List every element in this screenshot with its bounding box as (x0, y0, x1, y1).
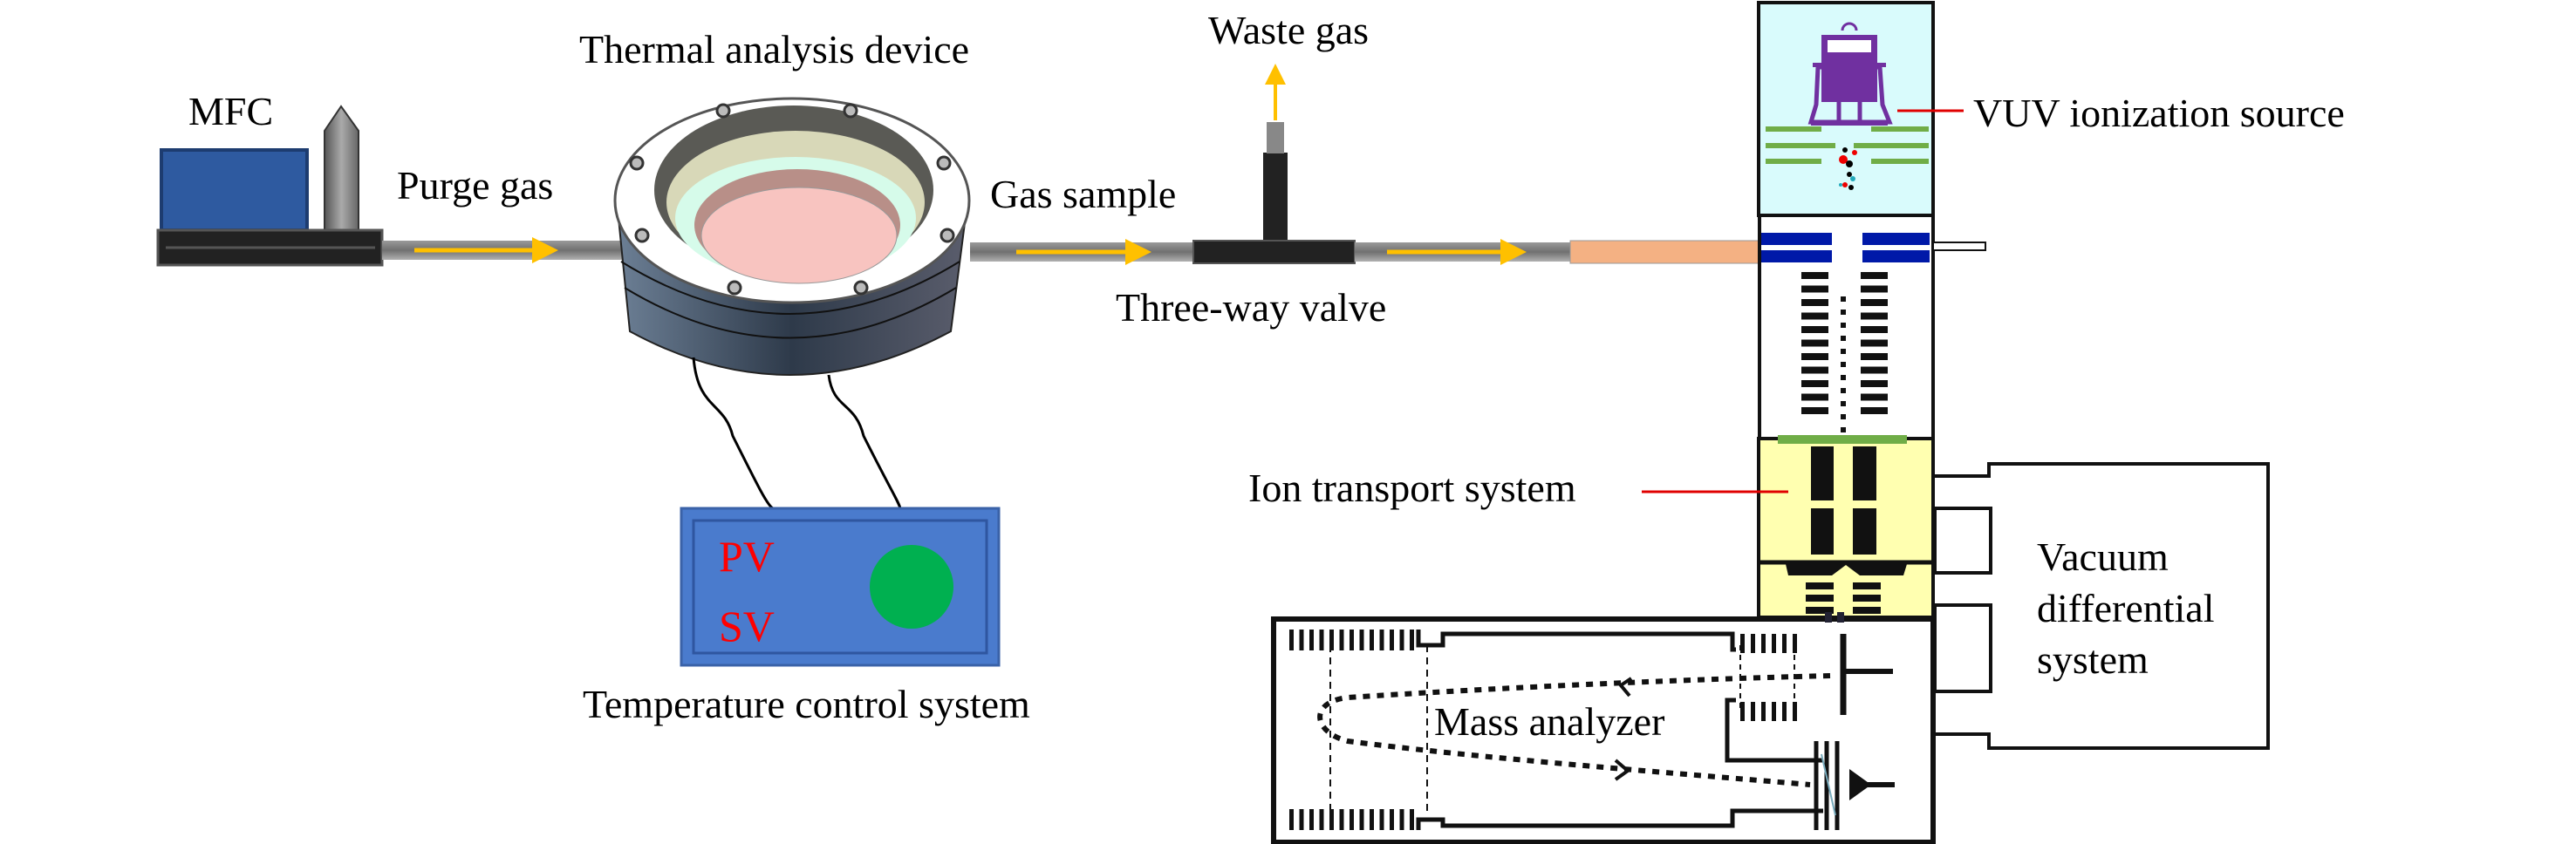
acceleration-electrode (1740, 634, 1745, 653)
ion-optics-column (1758, 215, 1986, 628)
vuv-source-label: VUV ionization source (1973, 91, 2345, 135)
reflectron-electrode (1329, 630, 1334, 650)
three-way-valve-label: Three-way valve (1116, 285, 1386, 330)
lens-electrode (1861, 312, 1888, 320)
lens-electrode (1861, 299, 1888, 306)
ion-flight-path (1317, 673, 1831, 787)
lens-electrode (1861, 285, 1888, 293)
acceleration-electrode (1782, 634, 1787, 653)
ion-transport-system (1757, 435, 1935, 619)
pv-readout: PV (719, 532, 775, 581)
lens-electrode (1801, 299, 1828, 306)
acceleration-electrode (1761, 634, 1766, 653)
lens-electrode (1801, 339, 1828, 347)
lens-electrode (1801, 380, 1828, 387)
transfer-tube (1569, 240, 1760, 264)
acceleration-electrode (1740, 702, 1745, 721)
reflectron-electrode (1379, 809, 1384, 830)
ion-transport-label: Ion transport system (1248, 466, 1576, 510)
reflectron-electrode (1289, 630, 1294, 650)
vacuum-label-line3: system (2037, 637, 2149, 682)
sv-readout: SV (719, 602, 775, 650)
indicator-light (870, 545, 953, 629)
vacuum-label-line1: Vacuum (2037, 534, 2169, 579)
reflectron-electrode (1410, 630, 1414, 650)
lens-electrode (1861, 326, 1888, 333)
lens-electrode (1861, 407, 1888, 414)
mass-analyzer (1271, 612, 1936, 844)
lens-electrode (1801, 393, 1828, 401)
reflectron-electrode (1399, 809, 1404, 830)
reflectron-electrode (1299, 809, 1304, 830)
vuv-ionization-source (1757, 1, 1935, 217)
reflectron-electrode (1349, 809, 1354, 830)
reflectron-electrode (1390, 809, 1394, 830)
acceleration-electrode (1793, 634, 1797, 653)
waste-gas-label: Waste gas (1208, 8, 1369, 52)
gas-sample-label: Gas sample (990, 172, 1176, 216)
reflectron-electrode (1329, 809, 1334, 830)
reflectron-electrode (1309, 809, 1314, 830)
thermal-analysis-device (613, 97, 971, 376)
reflectron-electrode (1399, 630, 1404, 650)
lens-electrode (1861, 272, 1888, 279)
acceleration-electrode (1782, 702, 1787, 721)
vacuum-differential-system (1933, 462, 2270, 750)
acceleration-electrode (1772, 702, 1776, 721)
lens-electrode (1801, 326, 1828, 333)
lens-electrode (1801, 285, 1828, 293)
reflectron-electrode (1299, 630, 1304, 650)
lens-electrode (1861, 339, 1888, 347)
reflectron-electrode (1319, 809, 1324, 830)
mfc (156, 105, 384, 267)
reflectron-electrode (1370, 809, 1374, 830)
three-way-valve (1192, 64, 1356, 264)
acceleration-electrode (1751, 702, 1755, 721)
lens-electrode (1801, 272, 1828, 279)
acceleration-electrode (1751, 634, 1755, 653)
reflectron-electrode (1410, 809, 1414, 830)
outlet-tube (1932, 242, 1986, 251)
heater-wire (692, 357, 774, 510)
reflectron-electrode (1359, 630, 1364, 650)
lens-electrode (1861, 353, 1888, 360)
reflectron-electrode (1289, 809, 1294, 830)
lens-electrode (1801, 407, 1828, 414)
reflectron-electrode (1339, 809, 1344, 830)
vacuum-label-line2: differential (2037, 586, 2215, 630)
lens-electrode (1861, 380, 1888, 387)
lens-electrode (1861, 366, 1888, 374)
acceleration-electrode (1772, 634, 1776, 653)
heater-wire (827, 374, 902, 509)
gas-cylinder (324, 105, 359, 232)
mfc-blue-box (160, 148, 309, 232)
lens-electrode (1861, 393, 1888, 401)
mass-analyzer-label: Mass analyzer (1434, 699, 1664, 744)
lens-electrode (1801, 312, 1828, 320)
reflectron-electrode (1349, 630, 1354, 650)
acceleration-electrode (1761, 702, 1766, 721)
temperature-control-label: Temperature control system (583, 682, 1030, 726)
detector-icon (1849, 769, 1895, 800)
reflectron-electrode (1370, 630, 1374, 650)
lens-electrode (1801, 366, 1828, 374)
reflectron-electrode (1319, 630, 1324, 650)
temperature-controller: PV SV (680, 507, 1001, 667)
acceleration-electrode (1793, 702, 1797, 721)
thermal-device-label: Thermal analysis device (579, 27, 969, 71)
mfc-label: MFC (188, 89, 273, 133)
reflectron-electrode (1390, 630, 1394, 650)
reflectron-electrode (1309, 630, 1314, 650)
reflectron-electrode (1379, 630, 1384, 650)
reflectron-electrode (1339, 630, 1344, 650)
reflectron-electrode (1359, 809, 1364, 830)
purge-gas-label: Purge gas (397, 163, 553, 208)
lens-electrode (1801, 353, 1828, 360)
